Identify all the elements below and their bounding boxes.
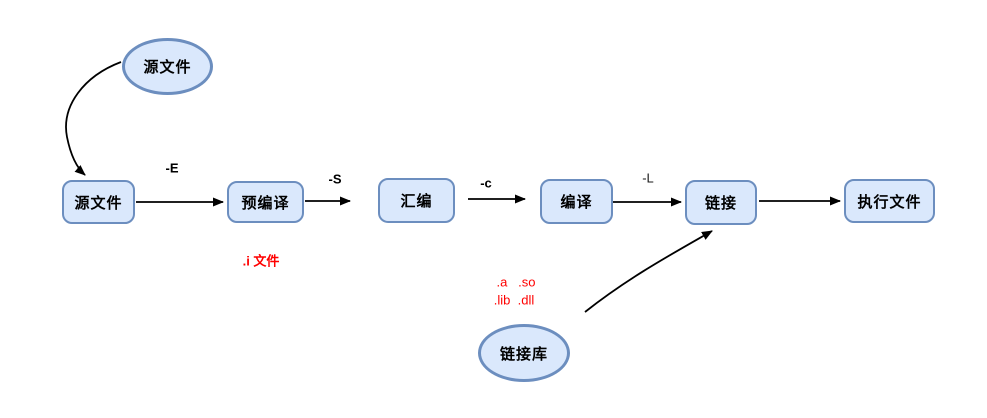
node-library-ellipse-label: 链接库 [499, 345, 548, 363]
label-assemble-flag: -S [328, 171, 342, 187]
node-compile-box-label: 编译 [560, 194, 593, 211]
label-link-flag: -L [642, 170, 654, 186]
node-executable-box-label: 执行文件 [857, 193, 922, 211]
node-source-file-ellipse-label: 源文件 [143, 59, 192, 76]
node-precompile-box: 预编译 [227, 181, 304, 223]
label-preprocess-flag: -E [165, 160, 179, 176]
node-source-file-box-label: 源文件 [74, 194, 123, 212]
node-executable-box: 执行文件 [844, 179, 935, 223]
annotation-library-extensions-line2: .lib .dll [493, 292, 535, 308]
edge-source-ellipse-to-source-box [65, 61, 122, 176]
label-compile-flag: -c [480, 175, 492, 191]
node-assemble-box: 汇编 [378, 178, 455, 223]
annotation-library-extensions-line1: .a .so [496, 274, 536, 290]
node-compile-box: 编译 [540, 179, 613, 224]
node-library-ellipse: 链接库 [478, 324, 570, 382]
edge-library-to-link [584, 230, 713, 313]
node-source-file-ellipse: 源文件 [122, 38, 213, 95]
annotation-i-file: .i 文件 [242, 253, 280, 269]
node-link-box-label: 链接 [704, 195, 737, 212]
node-source-file-box: 源文件 [62, 180, 135, 224]
node-link-box: 链接 [685, 180, 757, 225]
node-precompile-box-label: 预编译 [241, 194, 290, 212]
node-assemble-box-label: 汇编 [400, 193, 433, 210]
